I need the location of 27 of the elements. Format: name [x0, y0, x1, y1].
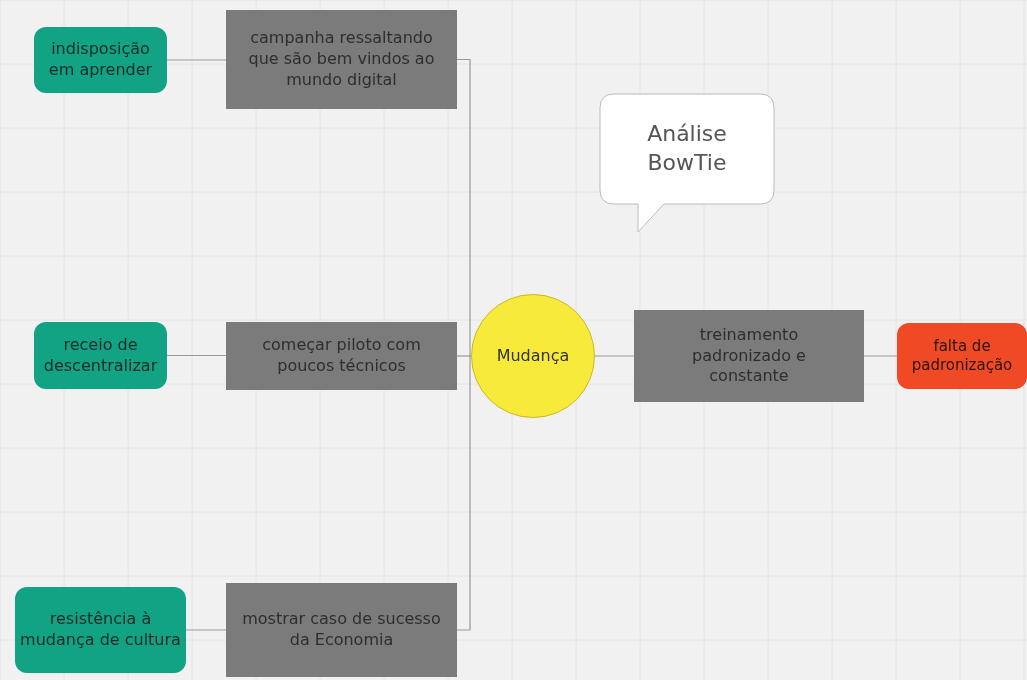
node-label: treinamento padronizado e constante: [691, 324, 807, 388]
node-label: resistência à mudança de cultura: [19, 609, 182, 651]
node-label: mostrar caso de sucesso da Economia: [241, 609, 442, 651]
connector-line: [456, 355, 472, 631]
cause-box: [34, 322, 167, 389]
node-label: começar piloto com poucos técnicos: [261, 335, 422, 377]
cause-box: [15, 587, 186, 673]
connector-line: [456, 58, 472, 357]
node-label: Mudança: [496, 345, 570, 367]
barrier-box: [226, 583, 457, 677]
connector-line: [594, 355, 635, 357]
barrier-box: [226, 10, 457, 109]
node-label: indisposição em aprender: [47, 39, 154, 81]
node-label: receio de descentralizar: [42, 334, 159, 377]
barrier-box: [634, 310, 864, 402]
connector-line: [166, 59, 227, 61]
connector-line: [166, 354, 227, 357]
cause-box: [34, 27, 167, 93]
connector-line: [863, 355, 898, 357]
speech-bubble: [599, 93, 775, 233]
node-label: falta de padronização: [910, 336, 1014, 376]
barrier-box: [226, 322, 457, 390]
consequence-box: [897, 323, 1027, 389]
node-label: campanha ressaltando que são bem vindos ao mundo digital: [247, 28, 436, 91]
connector-line: [456, 355, 472, 357]
node-label: Análise BowTie: [646, 120, 728, 177]
connector-line: [185, 629, 227, 631]
